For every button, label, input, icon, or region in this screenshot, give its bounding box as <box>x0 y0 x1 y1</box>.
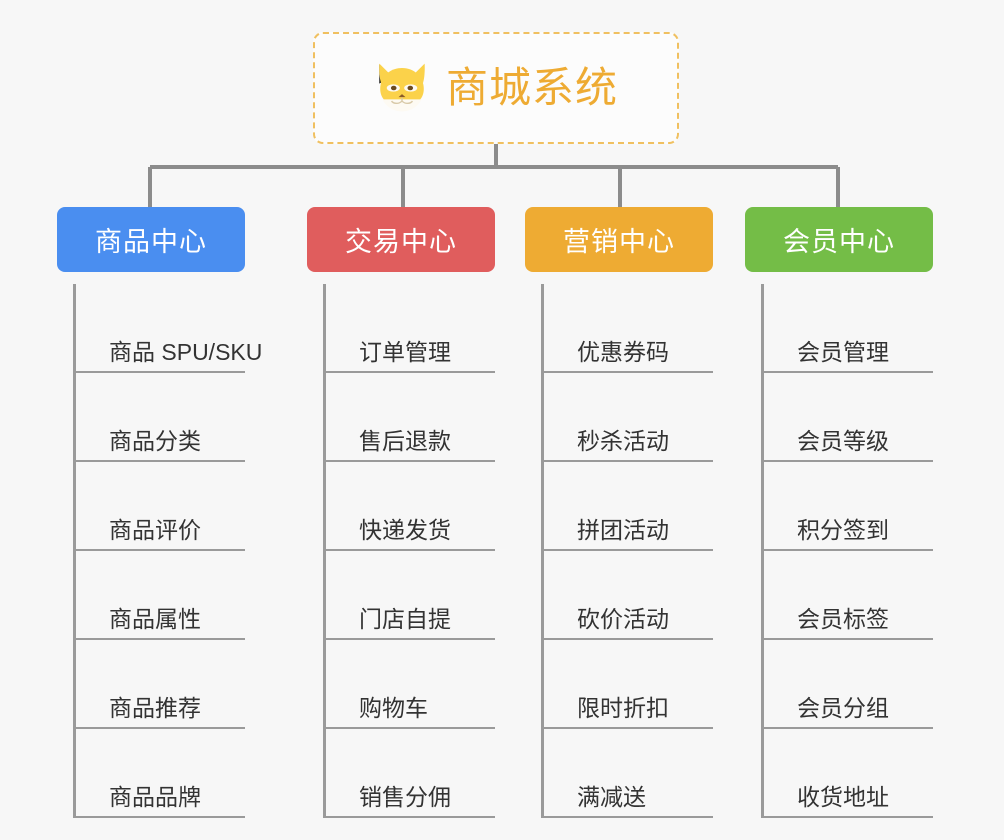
leaf-list-product-center: 商品 SPU/SKU 商品分类 商品评价 商品属性 商品推荐 商品品牌 <box>73 284 262 818</box>
root-title: 商城系统 <box>445 64 618 111</box>
leaf-item[interactable]: 商品 SPU/SKU <box>76 284 262 373</box>
leaf-label: 商品分类 <box>109 427 201 454</box>
leaf-label: 积分签到 <box>797 516 889 543</box>
leaf-item[interactable]: 拼团活动 <box>544 462 713 551</box>
leaf-item[interactable]: 砍价活动 <box>544 551 713 640</box>
leaf-label: 拼团活动 <box>577 516 669 543</box>
leaf-item[interactable]: 积分签到 <box>764 462 933 551</box>
leaf-label: 会员分组 <box>797 694 889 721</box>
leaf-label: 商品品牌 <box>109 783 201 810</box>
leaf-list-trade-center: 订单管理 售后退款 快递发货 门店自提 购物车 销售分佣 <box>323 284 495 818</box>
leaf-label: 商品推荐 <box>109 694 201 721</box>
branch-member-center: 会员中心 会员管理 会员等级 积分签到 会员标签 会员分组 收货地址 <box>745 207 933 818</box>
leaf-label: 订单管理 <box>359 338 451 365</box>
category-title: 营销中心 <box>563 227 675 257</box>
leaf-label: 秒杀活动 <box>577 427 669 454</box>
leaf-item[interactable]: 快递发货 <box>326 462 495 551</box>
leaf-item[interactable]: 商品品牌 <box>76 729 245 818</box>
shiba-dog-icon <box>379 63 425 112</box>
category-header-member-center[interactable]: 会员中心 <box>745 207 933 272</box>
leaf-item[interactable]: 订单管理 <box>326 284 495 373</box>
leaf-item[interactable]: 商品分类 <box>76 373 245 462</box>
leaf-list-member-center: 会员管理 会员等级 积分签到 会员标签 会员分组 收货地址 <box>761 284 933 818</box>
leaf-label: 优惠券码 <box>577 338 669 365</box>
branch-product-center: 商品中心 商品 SPU/SKU 商品分类 商品评价 商品属性 商品推荐 商品品牌 <box>57 207 262 818</box>
leaf-label: 销售分佣 <box>359 783 451 810</box>
leaf-item[interactable]: 销售分佣 <box>326 729 495 818</box>
category-header-marketing-center[interactable]: 营销中心 <box>525 207 713 272</box>
leaf-label: 限时折扣 <box>577 694 669 721</box>
leaf-item[interactable]: 购物车 <box>326 640 495 729</box>
branch-marketing-center: 营销中心 优惠券码 秒杀活动 拼团活动 砍价活动 限时折扣 满减送 <box>525 207 713 818</box>
leaf-label: 满减送 <box>577 783 646 810</box>
branch-trade-center: 交易中心 订单管理 售后退款 快递发货 门店自提 购物车 销售分佣 <box>307 207 495 818</box>
leaf-item[interactable]: 会员分组 <box>764 640 933 729</box>
leaf-item[interactable]: 售后退款 <box>326 373 495 462</box>
category-title: 交易中心 <box>345 227 457 257</box>
leaf-label: 售后退款 <box>359 427 451 454</box>
leaf-label: 商品属性 <box>109 605 201 632</box>
leaf-label: 会员标签 <box>797 605 889 632</box>
leaf-item[interactable]: 限时折扣 <box>544 640 713 729</box>
leaf-item[interactable]: 会员等级 <box>764 373 933 462</box>
leaf-item[interactable]: 优惠券码 <box>544 284 713 373</box>
leaf-item[interactable]: 会员管理 <box>764 284 933 373</box>
leaf-item[interactable]: 商品属性 <box>76 551 245 640</box>
leaf-label: 商品 SPU/SKU <box>109 338 263 365</box>
leaf-item[interactable]: 商品评价 <box>76 462 245 551</box>
leaf-item[interactable]: 会员标签 <box>764 551 933 640</box>
category-header-trade-center[interactable]: 交易中心 <box>307 207 495 272</box>
leaf-label: 门店自提 <box>359 605 451 632</box>
leaf-label: 会员管理 <box>797 338 889 365</box>
leaf-item[interactable]: 门店自提 <box>326 551 495 640</box>
leaf-item[interactable]: 秒杀活动 <box>544 373 713 462</box>
leaf-label: 砍价活动 <box>577 605 669 632</box>
leaf-item[interactable]: 满减送 <box>544 729 713 818</box>
root-node[interactable]: 商城系统 <box>313 32 679 144</box>
leaf-label: 快递发货 <box>359 516 451 543</box>
leaf-label: 商品评价 <box>109 516 201 543</box>
category-title: 会员中心 <box>783 227 895 257</box>
category-header-product-center[interactable]: 商品中心 <box>57 207 245 272</box>
category-title: 商品中心 <box>95 227 207 257</box>
leaf-label: 收货地址 <box>797 783 889 810</box>
leaf-item[interactable]: 收货地址 <box>764 729 933 818</box>
leaf-item[interactable]: 商品推荐 <box>76 640 245 729</box>
leaf-list-marketing-center: 优惠券码 秒杀活动 拼团活动 砍价活动 限时折扣 满减送 <box>541 284 713 818</box>
leaf-label: 会员等级 <box>797 427 889 454</box>
leaf-label: 购物车 <box>359 694 428 721</box>
